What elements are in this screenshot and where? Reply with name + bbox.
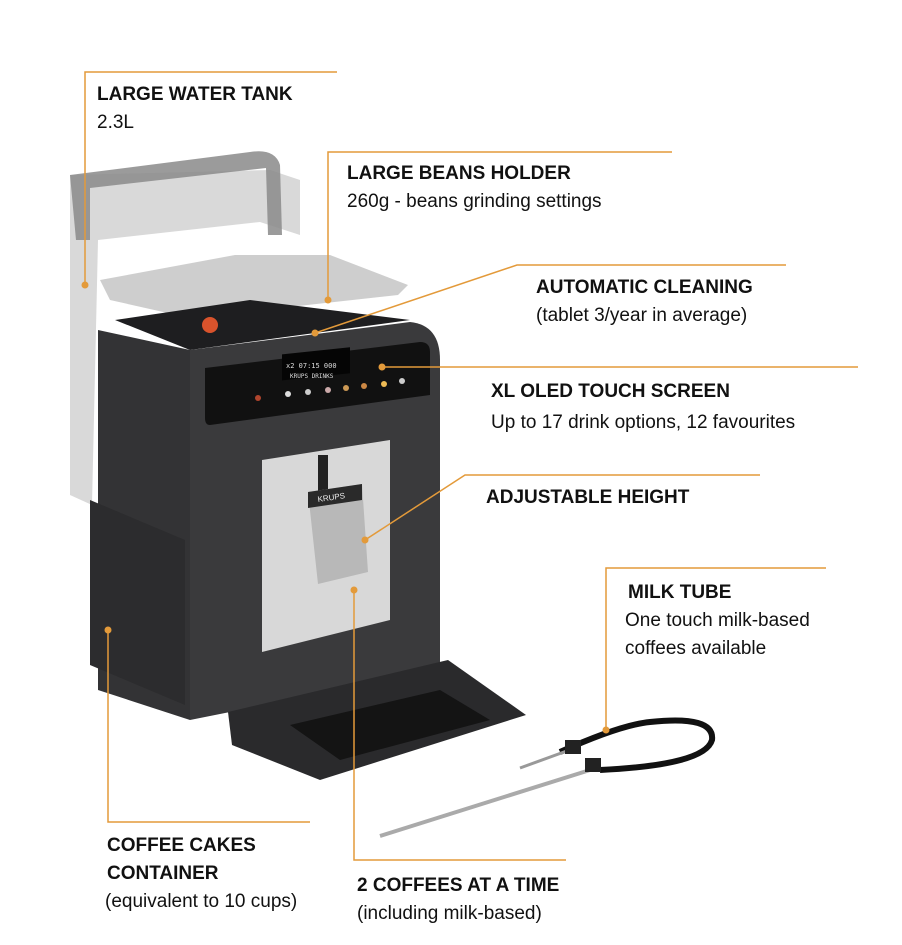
oled-screen[interactable] [282,347,350,381]
callout-subtitle: Up to 17 drink options, 12 favourites [491,412,796,433]
drink-icons[interactable] [255,378,405,401]
callout-title: XL OLED TOUCH SCREEN [491,381,730,402]
control-panel[interactable] [205,342,430,425]
grounds-container [90,500,185,705]
callout-subtitle: (equivalent to 10 cups) [105,891,298,912]
callout-milk-tube: MILK TUBE One touch milk-based coffees a… [625,579,810,663]
callout-subtitle: One touch milk-based [625,610,810,631]
callout-adjustable-height: ADJUSTABLE HEIGHT [486,484,689,512]
callout-title: 2 COFFEES AT A TIME [357,875,560,896]
water-tank [70,151,300,505]
coffee-spout[interactable]: KRUPS [308,484,368,584]
callout-automatic-cleaning: AUTOMATIC CLEANING (tablet 3/year in ave… [536,274,753,330]
callout-title: COFFEE CAKES [107,835,256,856]
screen-line-1: x2 07:15 000 [286,362,337,370]
callout-title: ADJUSTABLE HEIGHT [486,487,690,508]
bean-knob[interactable] [202,317,218,333]
callout-title: AUTOMATIC CLEANING [536,277,753,298]
callout-oled-screen: XL OLED TOUCH SCREEN Up to 17 drink opti… [491,378,795,437]
callout-subtitle: coffees available [625,638,767,659]
callout-lines [84,71,858,861]
callout-water-tank: LARGE WATER TANK 2.3L [97,81,293,137]
machine-top [115,300,410,350]
callout-coffee-cakes: COFFEE CAKES CONTAINER (equivalent to 10… [105,832,298,916]
spout-brand: KRUPS [317,491,346,504]
callout-subtitle: (tablet 3/year in average) [536,305,748,326]
callout-subtitle: (including milk-based) [357,903,542,924]
callout-title: MILK TUBE [628,582,732,603]
milk-tube [379,717,716,838]
screen-line-2: KRUPS DRINKS [290,373,334,380]
callout-dots [81,281,610,734]
beans-lid [100,255,408,318]
callout-subtitle: 2.3L [97,112,134,133]
callout-subtitle: 260g - beans grinding settings [347,191,602,212]
callout-title: CONTAINER [107,863,219,884]
callout-two-coffees: 2 COFFEES AT A TIME (including milk-base… [357,872,559,928]
callout-title: LARGE WATER TANK [97,84,293,105]
callout-title: LARGE BEANS HOLDER [347,163,571,184]
callout-beans-holder: LARGE BEANS HOLDER 260g - beans grinding… [347,160,602,216]
